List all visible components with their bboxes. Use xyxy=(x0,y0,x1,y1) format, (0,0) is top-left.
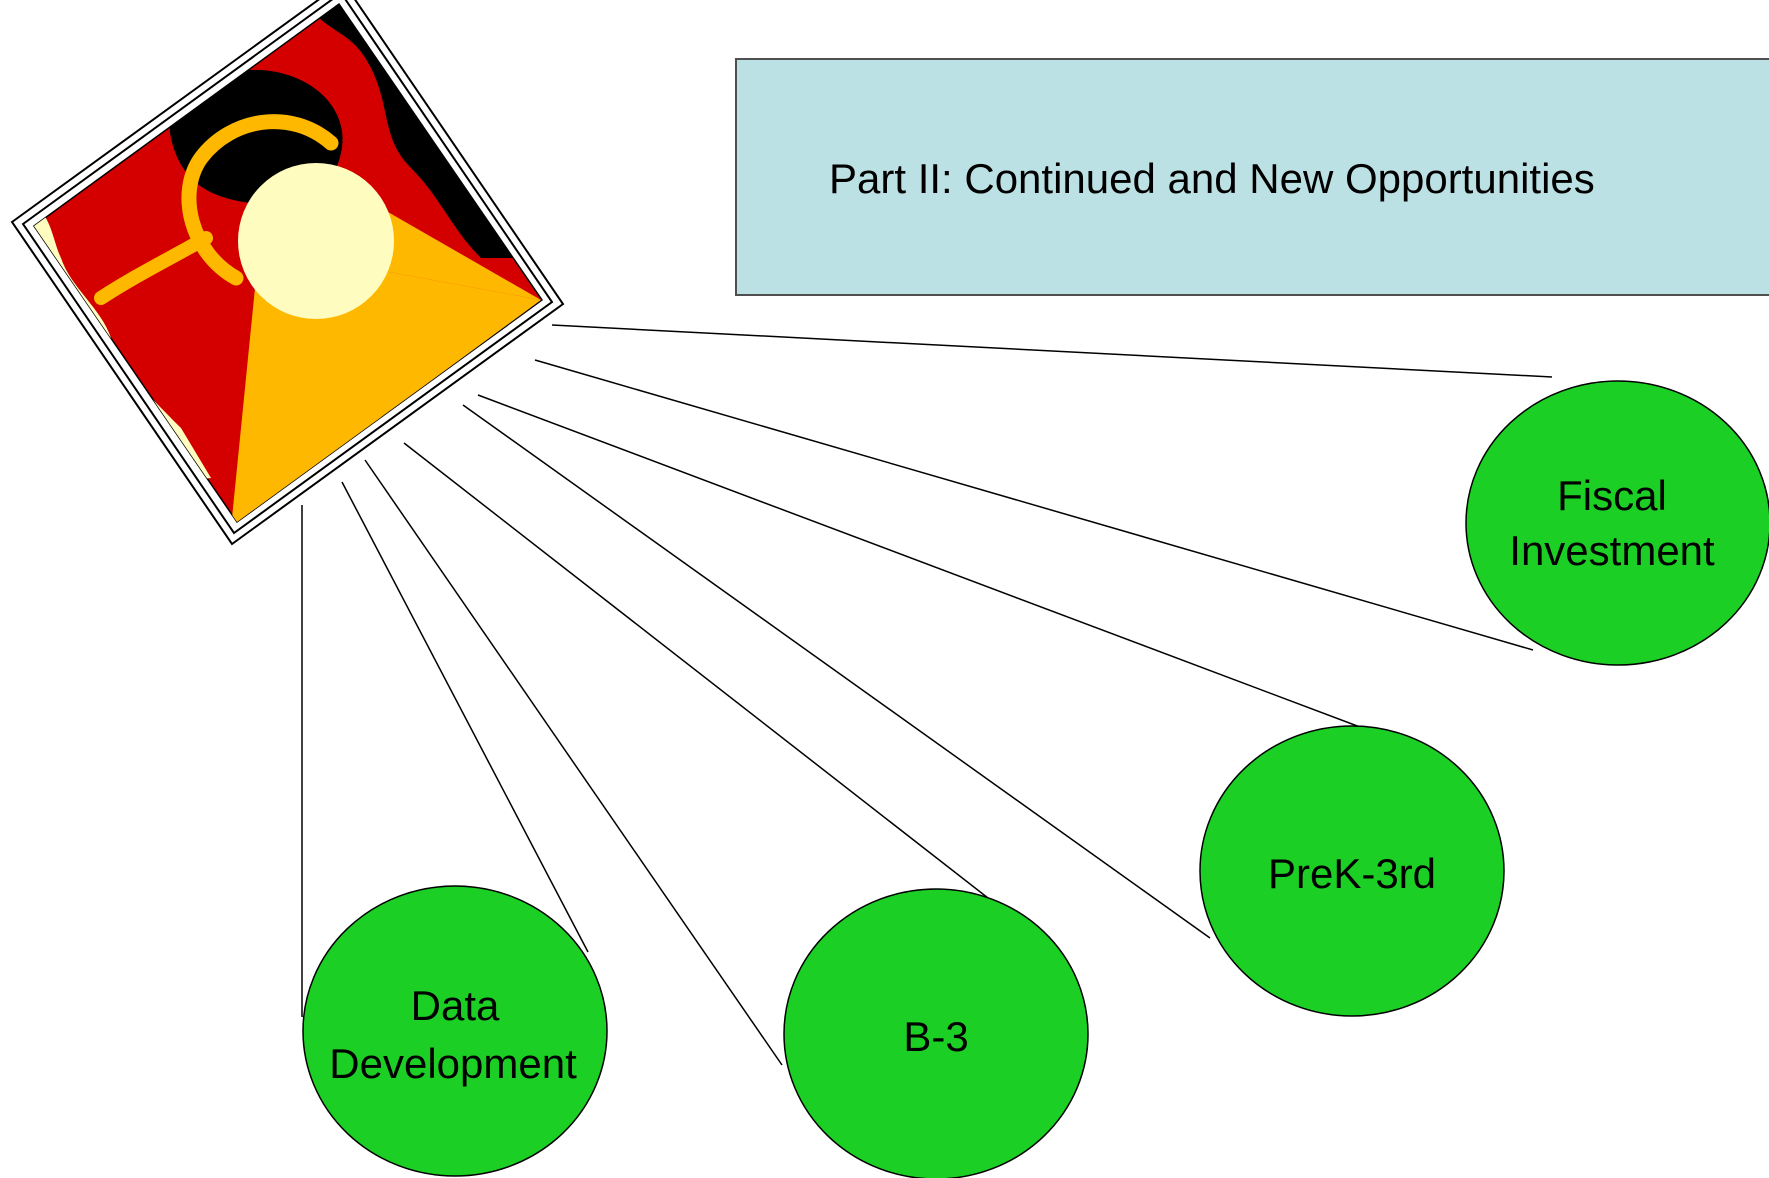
connector-b-3-bottom xyxy=(364,459,783,1066)
svg-text:Development: Development xyxy=(329,1040,577,1087)
svg-text:PreK-3rd: PreK-3rd xyxy=(1268,850,1436,897)
slide-title: Part II: Continued and New Opportunities xyxy=(829,155,1595,202)
connector-prek-3rd-bottom xyxy=(462,404,1211,939)
connector-fiscal-investment-bottom xyxy=(534,359,1534,651)
connector-prek-3rd-top xyxy=(477,394,1361,728)
svg-text:B-3: B-3 xyxy=(903,1013,968,1060)
connector-data-development-right xyxy=(341,481,589,953)
node-label-data: Data xyxy=(411,982,500,1029)
node-data-development: Data Development xyxy=(302,885,608,1177)
node-prek-3rd: PreK-3rd xyxy=(1199,725,1505,1017)
node-fiscal-investment: Fiscal Investment xyxy=(1465,380,1769,666)
svg-text:Investment: Investment xyxy=(1509,527,1715,574)
title-box: Part II: Continued and New Opportunities xyxy=(735,58,1769,296)
node-label-development: Development xyxy=(329,1040,577,1087)
hub-clipart xyxy=(10,0,565,546)
node-label-b-3: B-3 xyxy=(903,1013,968,1060)
node-label-investment: Investment xyxy=(1509,527,1715,574)
svg-text:Data: Data xyxy=(411,982,500,1029)
connectors xyxy=(301,324,1553,1066)
node-label-fiscal: Fiscal xyxy=(1557,472,1667,519)
connector-fiscal-investment-top xyxy=(551,324,1553,378)
node-label-prek-3rd: PreK-3rd xyxy=(1268,850,1436,897)
node-b-3: B-3 xyxy=(783,888,1089,1178)
connector-b-3-top xyxy=(403,442,989,899)
svg-text:Fiscal: Fiscal xyxy=(1557,472,1667,519)
